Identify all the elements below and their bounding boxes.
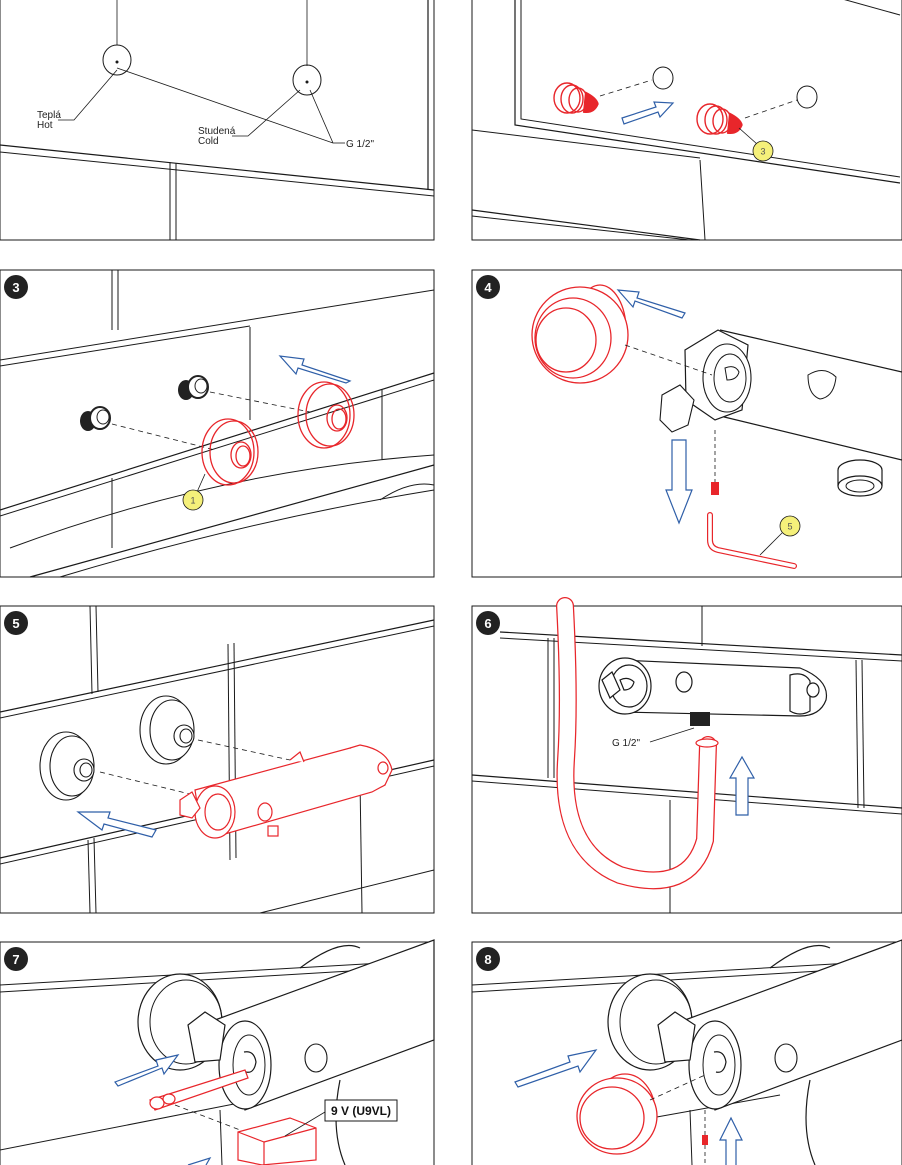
callout-badge [779, 515, 801, 537]
panel-2: 3 [471, 0, 902, 241]
direction-arrow-icon [76, 811, 157, 838]
panel-7: 9 V (U9VL) 7 [0, 939, 435, 1165]
callout-number: 5 [787, 522, 792, 532]
thermostatic-mixer-icon [598, 657, 828, 717]
direction-arrow-icon [621, 101, 675, 125]
set-screw-icon [711, 482, 719, 495]
step-number: 5 [12, 616, 19, 631]
rosette-icon [297, 381, 355, 449]
step-badge [4, 275, 28, 299]
step-number: 6 [484, 616, 491, 631]
callout-number: 3 [760, 147, 765, 157]
direction-arrow-icon [728, 755, 756, 816]
eccentric-fitting-icon [696, 103, 743, 135]
thermostatic-mixer-icon [179, 744, 393, 839]
step-badge [4, 611, 28, 635]
step-number: 4 [484, 280, 492, 295]
callout-badge [752, 140, 774, 162]
fitting-icon [178, 375, 209, 400]
direction-arrow-icon [514, 1049, 598, 1088]
label-thread-size: G 1/2" [346, 139, 374, 150]
step-badge [4, 947, 28, 971]
end-cap-icon [576, 1073, 658, 1155]
battery-type-label: 9 V (U9VL) [331, 1104, 391, 1118]
direction-arrow-icon [665, 439, 693, 525]
fitting-icon [80, 406, 111, 431]
rosette-icon [39, 731, 95, 801]
step-badge [476, 947, 500, 971]
panel-6: G 1/2" 6 [471, 597, 902, 914]
direction-arrow-icon [187, 1156, 212, 1165]
panel-5: 5 [0, 605, 435, 914]
direction-arrow-icon [114, 1054, 180, 1087]
label-hot-en: Hot [37, 120, 53, 131]
direction-arrow-icon [278, 355, 352, 384]
label-hot-cz: Teplá [37, 110, 61, 121]
battery-icon [237, 1117, 317, 1165]
callout-number: 1 [190, 496, 195, 506]
step-number: 3 [12, 280, 19, 295]
direction-arrow-icon [616, 289, 686, 319]
panel-4: 5 4 [471, 269, 902, 578]
set-screw-icon [702, 1135, 708, 1145]
label-cold-en: Cold [198, 136, 219, 147]
label-thread-size: G 1/2" [612, 738, 640, 749]
panel-1: Teplá Hot Studená Cold G 1/2" [0, 0, 435, 241]
step-badge [476, 611, 500, 635]
outlet-thread-icon [690, 712, 710, 726]
rosette-icon [201, 418, 259, 486]
rosette-icon [139, 695, 195, 765]
eccentric-fitting-icon [553, 82, 599, 114]
callout-badge [182, 489, 204, 511]
step-number: 8 [484, 952, 491, 967]
panel-8: 8 [471, 939, 902, 1165]
direction-arrow-icon [719, 1116, 743, 1165]
step-number: 7 [12, 952, 19, 967]
end-cap-icon [531, 284, 629, 384]
label-cold-cz: Studená [198, 126, 236, 137]
step-badge [476, 275, 500, 299]
panel-3: 1 3 [0, 269, 435, 578]
battery-clip-icon [149, 1069, 249, 1111]
